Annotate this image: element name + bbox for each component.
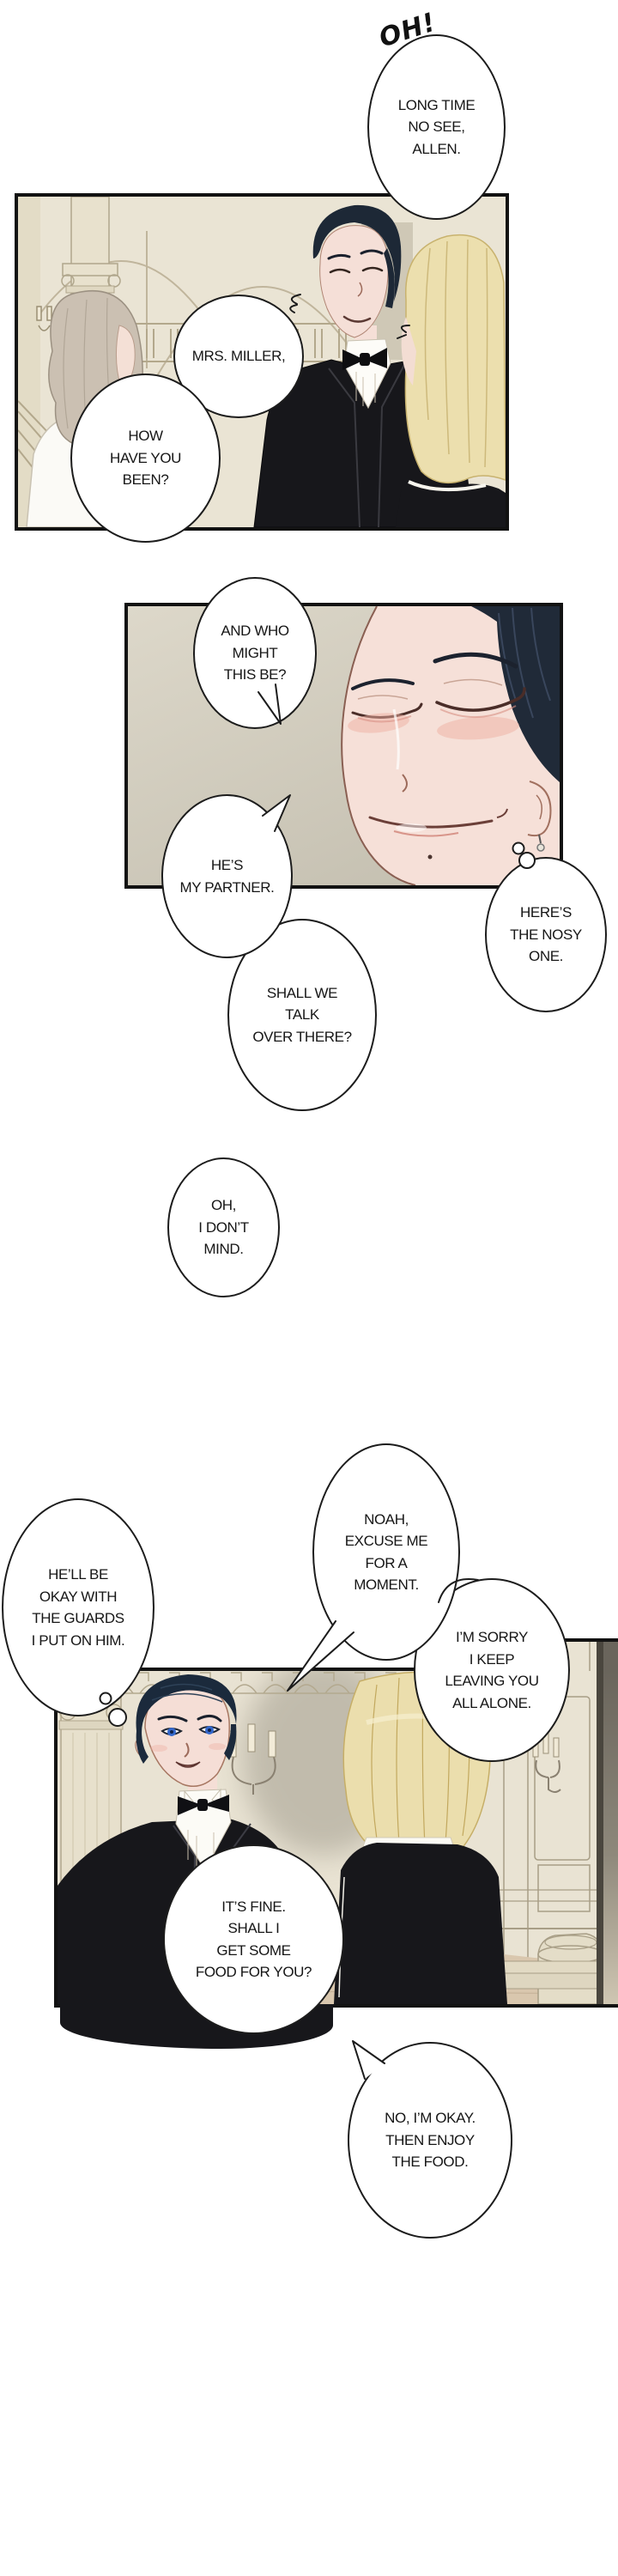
speech-bubble-and-who: AND WHO MIGHT THIS BE? — [193, 577, 317, 729]
right-closed-eye — [435, 687, 526, 712]
wall-sconce-icon — [36, 306, 52, 331]
allen-hair — [471, 606, 560, 782]
speech-bubble-long-time: LONG TIME NO SEE, ALLEN. — [367, 34, 506, 220]
speech-bubble-dont-mind: OH, I DON’T MIND. — [167, 1157, 280, 1297]
left-eyebrow — [351, 678, 415, 690]
ear — [527, 781, 552, 836]
door-frame-edge — [597, 1671, 603, 2004]
speech-bubble-no-okay: NO, I’M OKAY. THEN ENJOY THE FOOD. — [348, 2042, 512, 2239]
thought-bubble-hell-okay: HE’LL BE OKAY WITH THE GUARDS I PUT ON H… — [2, 1498, 154, 1716]
speech-bubble-noah-excuse: NOAH, EXCUSE ME FOR A MOMENT. — [312, 1443, 460, 1661]
allen-face-closeup — [341, 606, 560, 885]
right-eyebrow — [433, 652, 518, 669]
speech-bubble-its-fine: IT’S FINE. SHALL I GET SOME FOOD FOR YOU… — [163, 1844, 344, 2034]
blond-companion-figure — [396, 234, 506, 527]
dark-wall-sliver — [603, 1671, 618, 2004]
chin-mole — [427, 854, 433, 860]
thought-bubble-heres-nosy: HERE’S THE NOSY ONE. — [485, 857, 607, 1012]
wall-sconce-right-icon — [532, 1730, 561, 1793]
speech-bubble-how-been: HOW HAVE YOU BEEN? — [70, 374, 221, 543]
speech-bubble-hes-partner: HE’S MY PARTNER. — [161, 794, 293, 958]
earring — [536, 843, 545, 852]
column-base-right — [486, 1933, 618, 2004]
